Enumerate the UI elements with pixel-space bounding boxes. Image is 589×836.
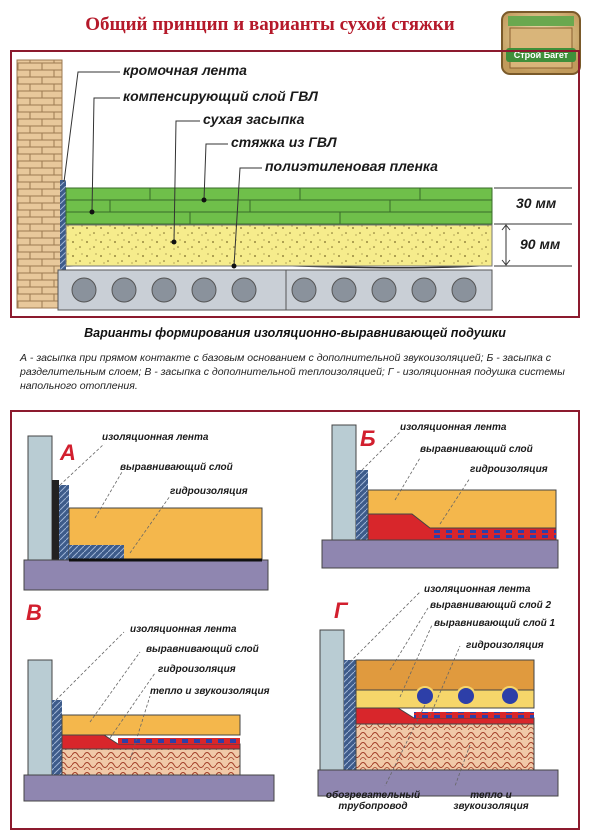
logo-text: Строй Багет	[514, 50, 569, 60]
variant-v-drawing	[23, 631, 275, 802]
variant-g-label-level2: выравнивающий слой 2	[430, 600, 552, 611]
variant-b-label-tape: изоляционная лента	[400, 422, 507, 433]
variant-a-label-level: выравнивающий слой	[120, 462, 233, 473]
variant-g-label-insul: тепло и звукоизоляция	[453, 790, 529, 812]
variants-subtitle: Варианты формирования изоляционно-выравн…	[84, 326, 506, 340]
label-gvl-screed: стяжка из ГВЛ	[231, 134, 337, 150]
variant-g-label-tape: изоляционная лента	[424, 584, 531, 595]
main-diagram-frame	[10, 50, 580, 318]
label-dry-fill: сухая засыпка	[203, 111, 305, 127]
variant-b-letter: Б	[360, 426, 376, 451]
dim-90: 90 мм	[520, 236, 561, 252]
dim-30: 30 мм	[516, 195, 557, 211]
variant-g-drawing	[317, 591, 559, 797]
variants-description: А - засыпка при прямом контакте с базовы…	[20, 352, 565, 392]
variant-v-label-water: гидроизоляция	[158, 664, 236, 675]
page-title: Общий принцип и варианты сухой стяжки	[85, 14, 455, 35]
variants-frame	[10, 410, 580, 830]
variant-a-letter: А	[60, 440, 76, 465]
variant-v-label-tape: изоляционная лента	[130, 624, 237, 635]
label-edge-tape: кромочная лента	[123, 62, 247, 78]
variant-a-label-tape: изоляционная лента	[102, 432, 209, 443]
variant-b-drawing	[321, 424, 559, 569]
variant-a-label-water: гидроизоляция	[170, 486, 248, 497]
variant-g-label-level1: выравнивающий слой 1	[434, 618, 556, 629]
variant-b-label-level: выравнивающий слой	[420, 444, 533, 455]
variant-g-label-pipe: обогревательный трубопровод	[325, 790, 421, 812]
variant-v-label-insul: тепло и звукоизоляция	[150, 686, 270, 697]
variant-g-label-water: гидроизоляция	[466, 640, 544, 651]
variant-g-letter: Г	[334, 598, 348, 623]
variant-b-label-water: гидроизоляция	[470, 464, 548, 475]
variant-v-label-level: выравнивающий слой	[146, 644, 259, 655]
label-pe-film: полиэтиленовая пленка	[265, 158, 438, 174]
label-comp-layer: компенсирующий слой ГВЛ	[123, 88, 318, 104]
variant-a-drawing	[23, 435, 269, 591]
variant-v-letter: В	[26, 600, 42, 625]
